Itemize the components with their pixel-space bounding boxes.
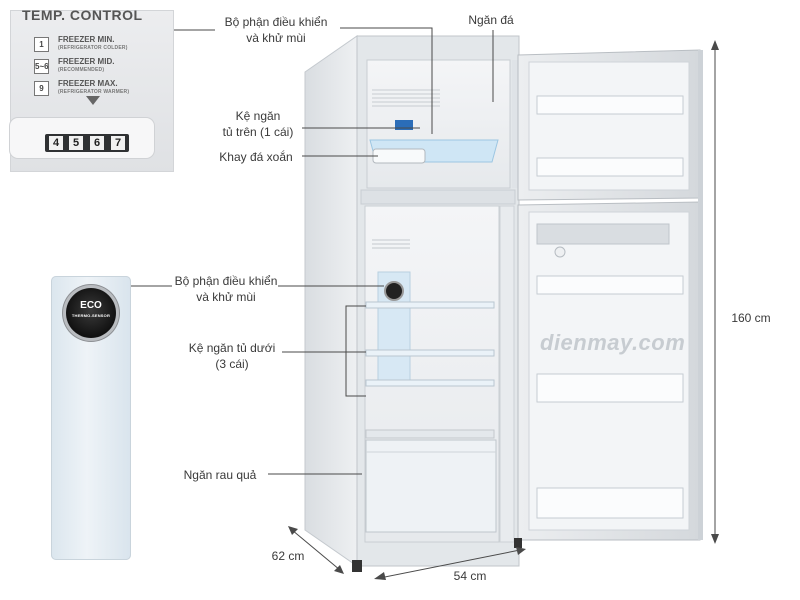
down-arrow-icon [86,96,100,105]
twist-ice-tray [372,148,426,164]
dial-digit: 6 [90,136,104,150]
temp-control-title: TEMP. CONTROL [22,7,143,23]
watermark: dienmay.com [540,330,686,355]
label-lower-control: Bộ phận điều khiển và khử mùi [174,274,278,304]
dimension-width: 54 cm [453,569,487,583]
eco-subtitle: THERMO-SENSOR [71,313,111,318]
setting-note: (REFRIGERATOR WARMER) [58,89,130,95]
label-upper-shelf: Kệ ngăn tủ trên (1 cái) [222,109,294,139]
cabinet-side [304,35,358,567]
lower-shelf [365,301,495,309]
dimension-depth: 62 cm [271,549,305,563]
setting-note: (RECOMMENDED) [58,67,105,73]
leader-lines [131,27,494,475]
setting-number: 1 [34,37,49,52]
setting-number: 5~6 [34,59,49,74]
dial-digit: 4 [49,136,63,150]
vegetable-drawer [365,439,497,533]
freezer-interior [366,59,511,189]
eco-title: ECO [80,300,102,311]
dial-digit: 7 [111,136,125,150]
dimension-height: 160 cm [731,311,771,325]
lower-shelf [365,349,495,357]
label-top-control: Bộ phận điều khiển và khử mùi [224,15,328,45]
label-ice-compartment: Ngăn đá [468,13,514,27]
lower-shelf [365,379,495,387]
setting-label: FREEZER MIN. [58,35,115,44]
dimension-arrows [288,40,719,580]
dial-digit: 5 [69,136,83,150]
setting-label: FREEZER MAX. [58,79,118,88]
temp-dial: 4 5 6 7 [45,134,129,152]
label-twist-ice-tray: Khay đá xoắn [219,150,293,164]
eco-badge [66,288,116,338]
eco-sensor-dot [384,281,404,301]
setting-label: FREEZER MID. [58,57,115,66]
label-vegetable-drawer: Ngăn rau quả [183,468,257,482]
setting-note: (REFRIGERATOR COLDER) [58,45,128,51]
setting-number: 9 [34,81,49,96]
label-lower-shelves: Kệ ngăn tủ dưới (3 cái) [188,341,276,371]
